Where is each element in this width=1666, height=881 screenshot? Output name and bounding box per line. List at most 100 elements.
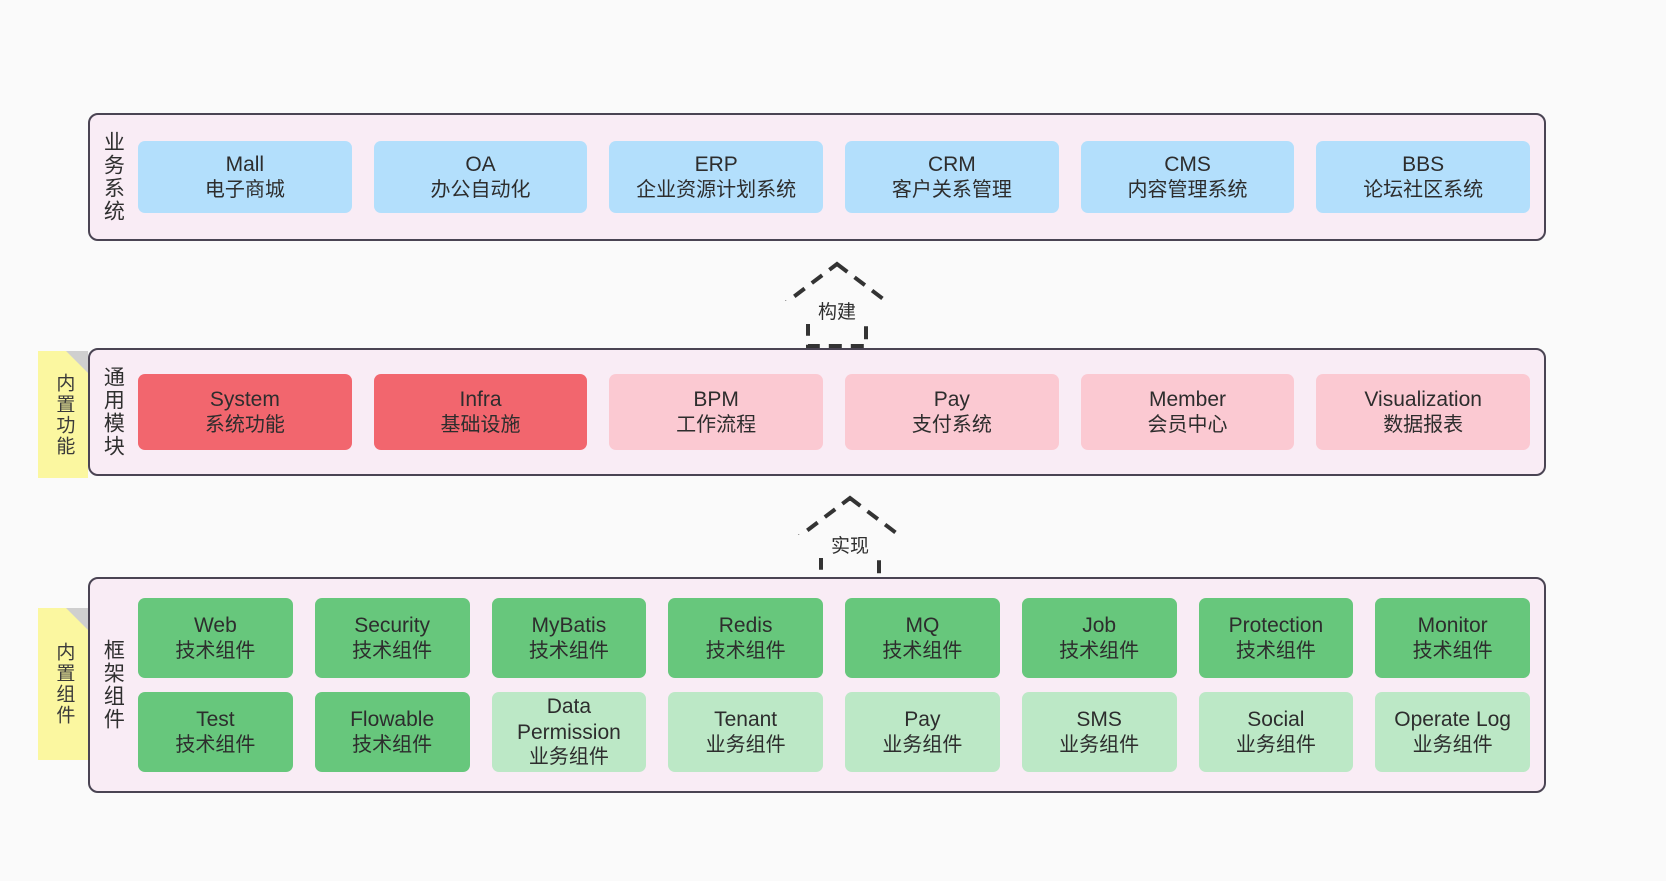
node-social[interactable]: Social 业务组件	[1198, 692, 1354, 772]
node-name-en: Test	[196, 708, 235, 731]
node-name-cn: 技术组件	[1059, 639, 1140, 662]
node-name-en: Mall	[225, 153, 265, 176]
node-web[interactable]: Web 技术组件	[138, 598, 293, 678]
node-name-en: ERP	[694, 153, 738, 176]
node-name-cn: 基础设施	[440, 413, 521, 436]
node-name-en: Web	[193, 614, 237, 637]
sticky-note-builtin-components: 内置组件	[38, 608, 88, 760]
node-name-cn: 业务组件	[705, 733, 786, 756]
node-name-cn: 办公自动化	[430, 178, 531, 201]
layer-body-business: Mall 电子商城 OA 办公自动化 ERP 企业资源计划系统 CRM 客户关系…	[134, 115, 1544, 239]
node-name-cn: 电子商城	[204, 178, 285, 201]
node-mall[interactable]: Mall 电子商城	[138, 141, 352, 213]
node-security[interactable]: Security 技术组件	[314, 598, 470, 678]
node-name-en: Infra	[459, 388, 502, 411]
node-flowable[interactable]: Flowable 技术组件	[314, 692, 470, 772]
node-tenant[interactable]: Tenant 业务组件	[668, 692, 823, 772]
node-name-en: Protection	[1228, 614, 1324, 637]
node-name-en: Security	[354, 614, 431, 637]
layer-title-frame: 框架组件	[101, 639, 125, 731]
sticky-note-label: 内置功能	[53, 372, 75, 457]
node-pay-component[interactable]: Pay 业务组件	[845, 692, 1000, 772]
node-name-cn: 内容管理系统	[1127, 178, 1248, 201]
node-mq[interactable]: MQ 技术组件	[845, 598, 1000, 678]
layer-body-frame: Web 技术组件 Security 技术组件 MyBatis 技术组件 Redi…	[134, 579, 1544, 791]
node-visualization[interactable]: Visualization 数据报表	[1316, 374, 1531, 450]
node-name-cn: 技术组件	[175, 733, 256, 756]
node-test[interactable]: Test 技术组件	[138, 692, 293, 772]
node-sms[interactable]: SMS 业务组件	[1021, 692, 1177, 772]
node-infra[interactable]: Infra 基础设施	[373, 374, 588, 450]
layer-framework-components: 框架组件 Web 技术组件 Security 技术组件 MyBatis 技术组件…	[88, 577, 1546, 793]
node-name-cn: 支付系统	[911, 413, 992, 436]
layer-row: Web 技术组件 Security 技术组件 MyBatis 技术组件 Redi…	[138, 598, 1530, 678]
layer-row: System 系统功能 Infra 基础设施 BPM 工作流程 Pay 支付系统…	[138, 374, 1531, 450]
node-name-cn: 系统功能	[204, 413, 285, 436]
node-name-en: Job	[1082, 614, 1117, 637]
node-name-en: CRM	[927, 153, 976, 176]
node-name-en: Flowable	[350, 708, 435, 731]
sticky-note-label: 内置组件	[53, 642, 75, 726]
sticky-note-builtin-features: 内置功能	[38, 351, 88, 478]
node-cms[interactable]: CMS 内容管理系统	[1080, 141, 1295, 213]
node-bpm[interactable]: BPM 工作流程	[609, 374, 824, 450]
node-crm[interactable]: CRM 客户关系管理	[845, 141, 1059, 213]
node-redis[interactable]: Redis 技术组件	[668, 598, 823, 678]
page-fold-icon	[66, 608, 88, 630]
node-mybatis[interactable]: MyBatis 技术组件	[491, 598, 647, 678]
node-monitor[interactable]: Monitor 技术组件	[1375, 598, 1530, 678]
layer-row: Mall 电子商城 OA 办公自动化 ERP 企业资源计划系统 CRM 客户关系…	[138, 141, 1531, 213]
layer-title-common: 通用模块	[101, 366, 125, 458]
node-pay[interactable]: Pay 支付系统	[845, 374, 1059, 450]
node-name-en: Data Permission	[516, 695, 621, 744]
node-protection[interactable]: Protection 技术组件	[1198, 598, 1354, 678]
node-name-cn: 技术组件	[705, 639, 786, 662]
node-name-en: MQ	[905, 614, 940, 637]
node-member[interactable]: Member 会员中心	[1080, 374, 1295, 450]
node-name-cn: 技术组件	[352, 639, 433, 662]
node-name-cn: 客户关系管理	[891, 178, 1012, 201]
node-name-en: Monitor	[1417, 614, 1488, 637]
node-erp[interactable]: ERP 企业资源计划系统	[609, 141, 824, 213]
node-name-cn: 技术组件	[1412, 639, 1493, 662]
node-name-en: BPM	[693, 388, 739, 411]
node-oa[interactable]: OA 办公自动化	[373, 141, 588, 213]
node-job[interactable]: Job 技术组件	[1021, 598, 1177, 678]
node-name-en: Tenant	[714, 708, 778, 731]
node-name-en: OA	[465, 153, 496, 176]
node-name-en: MyBatis	[531, 614, 607, 637]
node-name-cn: 业务组件	[528, 746, 609, 769]
node-name-cn: 会员中心	[1147, 413, 1228, 436]
node-name-en: System	[209, 388, 280, 411]
layer-body-common: System 系统功能 Infra 基础设施 BPM 工作流程 Pay 支付系统…	[134, 350, 1544, 474]
node-name-en: Pay	[933, 388, 970, 411]
node-name-cn: 工作流程	[676, 413, 757, 436]
node-name-cn: 业务组件	[1059, 733, 1140, 756]
node-name-en: BBS	[1402, 153, 1445, 176]
page-fold-icon	[66, 351, 88, 373]
node-name-en: Operate Log	[1394, 708, 1511, 731]
arrow-implement: 实现	[775, 492, 925, 584]
node-name-cn: 技术组件	[528, 639, 609, 662]
node-operate-log[interactable]: Operate Log 业务组件	[1375, 692, 1530, 772]
node-name-en: CMS	[1164, 153, 1211, 176]
layer-business-systems: 业务系统 Mall 电子商城 OA 办公自动化 ERP 企业资源计划系统 CRM…	[88, 113, 1546, 241]
node-name-en: SMS	[1076, 708, 1122, 731]
layer-title-business: 业务系统	[101, 131, 125, 223]
node-name-en: Member	[1149, 388, 1227, 411]
node-name-cn: 技术组件	[175, 639, 256, 662]
node-data-permission[interactable]: Data Permission 业务组件	[491, 692, 647, 772]
node-name-en: Redis	[718, 614, 773, 637]
node-name-cn: 企业资源计划系统	[636, 178, 797, 201]
node-name-en: Social	[1247, 708, 1305, 731]
node-name-en: Pay	[904, 708, 941, 731]
node-name-cn: 业务组件	[1412, 733, 1493, 756]
node-name-cn: 技术组件	[352, 733, 433, 756]
node-system[interactable]: System 系统功能	[138, 374, 352, 450]
node-name-cn: 技术组件	[882, 639, 963, 662]
arrow-build-label: 构建	[762, 301, 912, 324]
arrow-implement-label: 实现	[775, 535, 925, 558]
node-name-cn: 数据报表	[1383, 413, 1464, 436]
node-bbs[interactable]: BBS 论坛社区系统	[1316, 141, 1531, 213]
